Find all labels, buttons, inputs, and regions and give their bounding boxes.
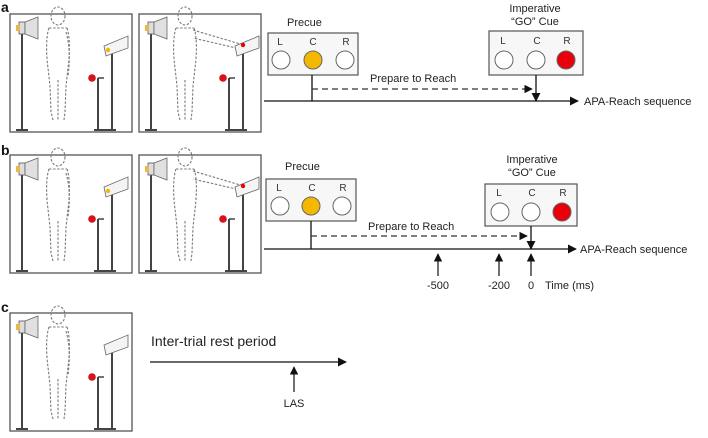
precue-letter-l: L <box>276 183 282 194</box>
go-cue-box: L C R <box>484 183 578 227</box>
scene-c-rest <box>9 305 133 432</box>
go-light-left <box>494 50 514 70</box>
go-cue-box: L C R <box>488 30 584 76</box>
timeline-b: Prepare to Reach APA-Reach sequence -500… <box>264 221 687 292</box>
go-letter-l: L <box>496 188 502 199</box>
timeline-a: Prepare to Reach APA-Reach sequence <box>264 73 691 108</box>
precue-title: Precue <box>287 17 322 29</box>
panel-letter-b: b <box>1 142 10 158</box>
panel-letter-c: c <box>1 299 9 315</box>
rest-period-label: Inter-trial rest period <box>151 333 276 349</box>
go-letter-r: R <box>563 36 570 47</box>
go-light-center <box>521 202 541 222</box>
go-light-right <box>552 202 572 222</box>
precue-light-left <box>271 50 291 70</box>
imperative-title-line1: Imperative <box>509 3 560 15</box>
panel-a: a Precue L C R Imperative “GO” Cue <box>1 0 691 133</box>
time-axis-label: Time (ms) <box>545 280 594 292</box>
timeline-c: Inter-trial rest period LAS <box>150 333 347 410</box>
precue-letter-r: R <box>342 37 349 48</box>
go-light-left <box>490 202 510 222</box>
go-letter-c: C <box>528 188 535 199</box>
go-letter-c: C <box>533 36 540 47</box>
precue-box: L C R <box>267 32 359 76</box>
precue-letter-c: C <box>309 37 316 48</box>
precue-title: Precue <box>285 161 320 173</box>
scene-a-ready <box>9 6 133 133</box>
prepare-label: Prepare to Reach <box>368 221 454 233</box>
precue-light-right <box>335 50 355 70</box>
panel-b: b Precue L C R Imperative “GO” Cue <box>1 142 687 292</box>
tick-label: -200 <box>488 280 510 292</box>
go-light-center <box>526 50 546 70</box>
imperative-title-line2: “GO” Cue <box>508 167 556 179</box>
prepare-label: Prepare to Reach <box>370 73 456 85</box>
precue-light-left <box>270 196 290 216</box>
precue-letter-c: C <box>308 183 315 194</box>
imperative-title-line1: Imperative <box>506 154 557 166</box>
las-label: LAS <box>284 398 305 410</box>
panel-letter-a: a <box>1 0 9 15</box>
precue-letter-l: L <box>277 37 283 48</box>
go-letter-l: L <box>500 36 506 47</box>
scene-b-ready <box>9 147 133 274</box>
panel-c: c Inter-trial rest period LAS <box>1 299 347 432</box>
scene-b-reach <box>138 147 262 274</box>
precue-box: L C R <box>265 178 357 222</box>
imperative-title-line2: “GO” Cue <box>511 16 559 28</box>
precue-light-center <box>301 196 321 216</box>
sequence-label: APA-Reach sequence <box>580 244 687 256</box>
tick-label: 0 <box>528 280 534 292</box>
precue-letter-r: R <box>339 183 346 194</box>
precue-light-center <box>303 50 323 70</box>
go-light-right <box>556 50 576 70</box>
sequence-label: APA-Reach sequence <box>584 96 691 108</box>
scene-a-reach <box>138 6 262 133</box>
precue-light-right <box>332 196 352 216</box>
tick-label: -500 <box>427 280 449 292</box>
go-letter-r: R <box>559 188 566 199</box>
